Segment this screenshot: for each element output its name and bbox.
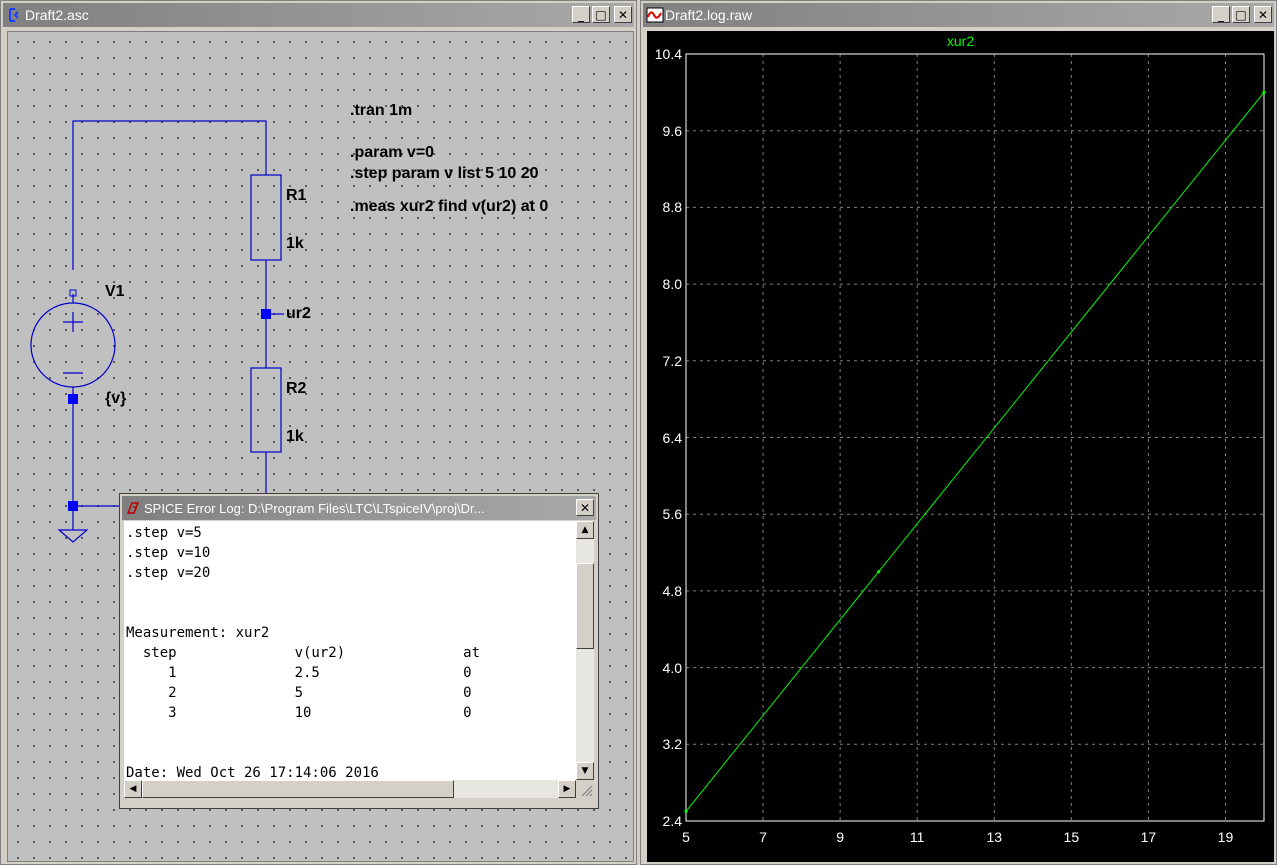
y-tick-label: 9.6 xyxy=(662,122,682,139)
scroll-left-button[interactable]: ◀ xyxy=(124,780,142,798)
x-tick-label: 7 xyxy=(759,829,767,845)
plot-area[interactable]: xur2 2.4 3.2 4.0 4.8 5.6 6.4 7.2 8.0 8.8 9.6 10.4 5… xyxy=(647,31,1274,862)
log-line: Date: Wed Oct 26 17:14:06 2016 xyxy=(126,765,379,780)
close-button[interactable]: ✕ xyxy=(1254,6,1272,23)
log-line: Measurement: xur2 xyxy=(126,625,270,641)
trace-name-label[interactable]: xur2 xyxy=(946,33,975,49)
log-line xyxy=(126,723,576,743)
data-point xyxy=(1262,90,1266,94)
r2-value-label[interactable]: 1k xyxy=(286,428,304,445)
resistor-r1 xyxy=(250,174,282,261)
wire-top xyxy=(72,120,267,270)
r1-name-label[interactable]: R1 xyxy=(286,187,307,204)
y-tick-label: 4.0 xyxy=(662,659,682,676)
y-tick-label: 2.4 xyxy=(662,813,682,829)
maximize-button[interactable]: □ xyxy=(1232,6,1250,23)
resistor-r2 xyxy=(250,367,282,453)
log-line: 3 10 0 xyxy=(126,705,472,721)
data-point xyxy=(684,809,688,814)
waveform-title: Draft2.log.raw xyxy=(665,7,753,23)
plot-frame xyxy=(685,53,1265,822)
scroll-right-button[interactable]: ▶ xyxy=(558,780,576,798)
x-tick-label: 13 xyxy=(986,829,1003,845)
size-grip[interactable] xyxy=(576,780,594,798)
error-log-titlebar[interactable]: SPICE Error Log: D:\Program Files\LTC\LT… xyxy=(122,496,596,520)
schematic-drawing xyxy=(30,120,284,543)
log-line: 2 5 0 xyxy=(126,685,472,701)
waveform-app-icon xyxy=(646,7,664,23)
log-line: .step v=20 xyxy=(126,565,211,581)
scroll-up-button[interactable]: ▲ xyxy=(576,521,594,539)
net-node-ur2 xyxy=(261,309,271,319)
schematic-titlebar[interactable]: Draft2.asc _ □ ✕ xyxy=(3,3,634,27)
log-line: 1 2.5 0 xyxy=(126,665,472,681)
directive-meas[interactable]: .meas xur2 find v(ur2) at 0 xyxy=(350,198,549,215)
maximize-button[interactable]: □ xyxy=(592,6,610,23)
error-log-title: SPICE Error Log: D:\Program Files\LTC\LT… xyxy=(144,500,485,516)
log-line xyxy=(126,743,576,763)
log-line xyxy=(126,603,576,623)
x-tick-label: 15 xyxy=(1063,829,1080,845)
hscroll-thumb[interactable] xyxy=(142,780,454,798)
scroll-down-button[interactable]: ▼ xyxy=(576,762,594,780)
chart xyxy=(684,53,1266,822)
log-line xyxy=(126,583,576,603)
x-tick-label: 19 xyxy=(1217,829,1234,845)
y-tick-label: 8.8 xyxy=(662,199,682,216)
log-line: .step v=10 xyxy=(126,545,211,561)
minimize-button[interactable]: _ xyxy=(572,6,590,23)
y-tick-label: 6.4 xyxy=(662,429,682,446)
close-button[interactable]: ✕ xyxy=(576,499,594,516)
horizontal-scrollbar[interactable]: ◀ ▶ xyxy=(124,780,576,798)
directive-step[interactable]: .step param v list 5 10 20 xyxy=(350,165,539,182)
node-v1-bottom xyxy=(68,394,78,404)
schematic-title: Draft2.asc xyxy=(25,7,89,23)
waveform-titlebar[interactable]: Draft2.log.raw _ □ ✕ xyxy=(643,3,1274,27)
x-tick-label: 17 xyxy=(1140,829,1157,845)
y-tick-label: 5.6 xyxy=(662,506,682,523)
directive-tran[interactable]: .tran 1m xyxy=(350,102,413,119)
error-log-icon xyxy=(126,502,140,514)
series-line xyxy=(685,92,1265,812)
y-tick-label: 4.8 xyxy=(662,582,682,599)
x-tick-label: 9 xyxy=(836,829,845,845)
y-tick-label: 3.2 xyxy=(662,736,682,753)
ground-symbol xyxy=(57,529,89,543)
data-point xyxy=(877,570,881,574)
close-button[interactable]: ✕ xyxy=(614,6,632,23)
directive-param[interactable]: .param v=0 xyxy=(350,144,435,161)
waveform-window[interactable]: Draft2.log.raw _ □ ✕ xur2 2.4 3.2 4.0 4.8 5.… xyxy=(640,0,1277,865)
r2-name-label[interactable]: R2 xyxy=(286,380,307,397)
schematic-app-icon xyxy=(9,8,19,22)
v1-value-label[interactable]: {v} xyxy=(105,390,127,407)
x-tick-label: 5 xyxy=(682,829,690,845)
v1-name-label[interactable]: V1 xyxy=(105,283,125,300)
minimize-button[interactable]: _ xyxy=(1212,6,1230,23)
r1-value-label[interactable]: 1k xyxy=(286,235,304,252)
y-tick-label: 10.4 xyxy=(654,46,682,62)
y-tick-label: 8.0 xyxy=(662,276,682,293)
y-tick-label: 7.2 xyxy=(662,352,682,369)
log-line: .step v=5 xyxy=(126,525,202,541)
log-line: step v(ur2) at xyxy=(126,645,481,661)
scroll-thumb[interactable] xyxy=(576,563,594,649)
node-ground xyxy=(68,501,78,511)
vertical-scrollbar[interactable]: ▲ ▼ xyxy=(576,521,594,780)
spice-error-log-window[interactable]: SPICE Error Log: D:\Program Files\LTC\LT… xyxy=(119,493,599,809)
net-label-ur2[interactable]: ur2 xyxy=(286,305,311,322)
x-tick-label: 11 xyxy=(909,829,925,845)
